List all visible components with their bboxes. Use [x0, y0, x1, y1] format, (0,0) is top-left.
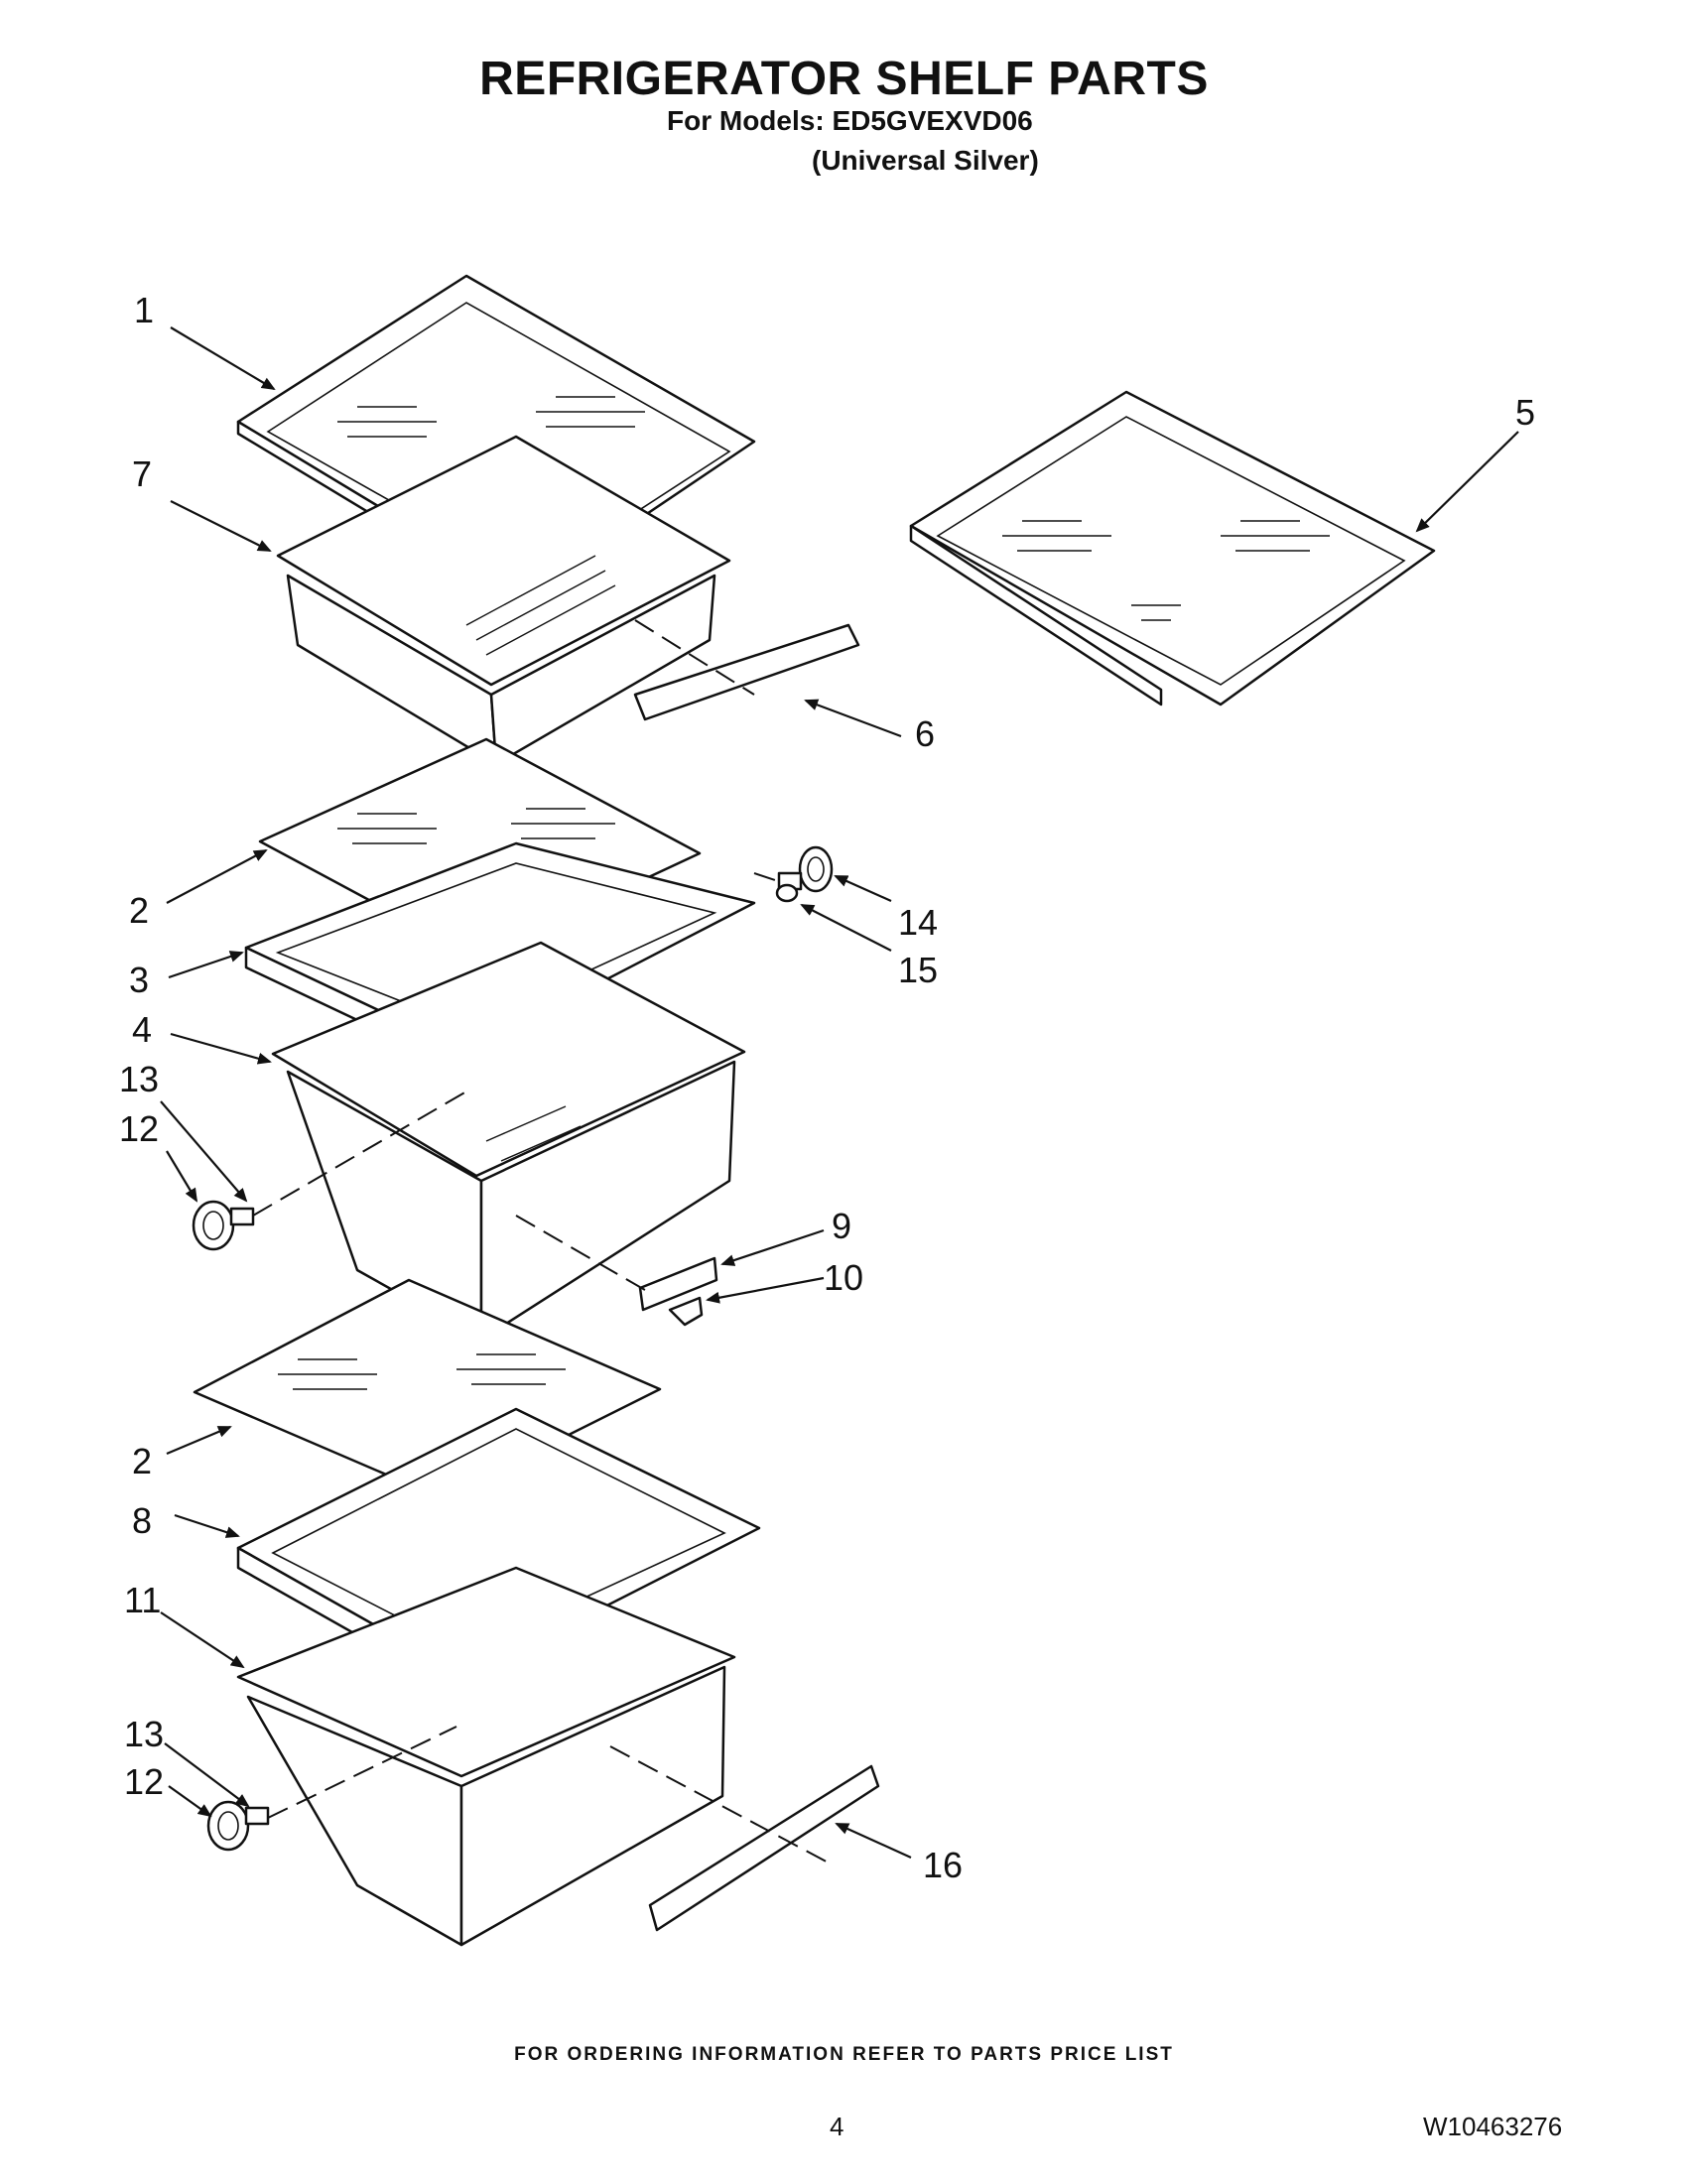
- part-6-rod: [633, 623, 860, 721]
- part-16-rod: [648, 1764, 880, 1932]
- callout-4: 4: [132, 1009, 152, 1050]
- part-15-screw: [775, 871, 803, 903]
- part-12-13-knob-lower: [206, 1800, 270, 1852]
- assembly-line: [634, 619, 755, 696]
- part-11-drawer: [236, 1566, 736, 1947]
- part-9-clip: [638, 1256, 718, 1312]
- callout-10: 10: [824, 1257, 863, 1298]
- callout-9: 9: [832, 1206, 851, 1246]
- callout-8: 8: [132, 1500, 152, 1541]
- callout-13-upper: 13: [119, 1059, 159, 1099]
- part-4-drawer: [271, 941, 746, 1342]
- assembly-line: [753, 872, 785, 884]
- callout-3: 3: [129, 960, 149, 1000]
- assembly-line: [267, 1726, 457, 1819]
- page-title: REFRIGERATOR SHELF PARTS: [479, 53, 1209, 105]
- models-subtitle: For Models: ED5GVEXVD06: [667, 105, 1033, 136]
- callout-7: 7: [132, 453, 152, 494]
- part-10-tab: [668, 1296, 704, 1327]
- callout-12-lower: 12: [124, 1761, 164, 1802]
- callout-16: 16: [923, 1845, 963, 1885]
- page-number: 4: [830, 2112, 844, 2141]
- callout-15: 15: [898, 950, 938, 990]
- color-subtitle: (Universal Silver): [812, 145, 1039, 176]
- callout-12-upper: 12: [119, 1108, 159, 1149]
- callout-13-lower: 13: [124, 1714, 164, 1754]
- ordering-note: FOR ORDERING INFORMATION REFER TO PARTS …: [514, 2044, 1174, 2065]
- callout-6: 6: [915, 713, 935, 754]
- assembly-line: [609, 1745, 835, 1866]
- part-12-13-knob-upper: [192, 1200, 255, 1251]
- callout-14: 14: [898, 902, 938, 943]
- part-7-tray: [276, 435, 731, 766]
- part-14-cap: [798, 845, 834, 893]
- callout-11: 11: [124, 1580, 161, 1620]
- document-number: W10463276: [1423, 2112, 1563, 2141]
- callout-2-lower: 2: [132, 1441, 152, 1481]
- callout-1: 1: [134, 290, 154, 330]
- callout-5: 5: [1515, 392, 1535, 433]
- assembly-line: [252, 1091, 467, 1217]
- part-5-shelf: [909, 390, 1436, 707]
- callout-2-upper: 2: [129, 890, 149, 931]
- assembly-line: [515, 1215, 646, 1291]
- leader-lines: [160, 326, 1519, 1860]
